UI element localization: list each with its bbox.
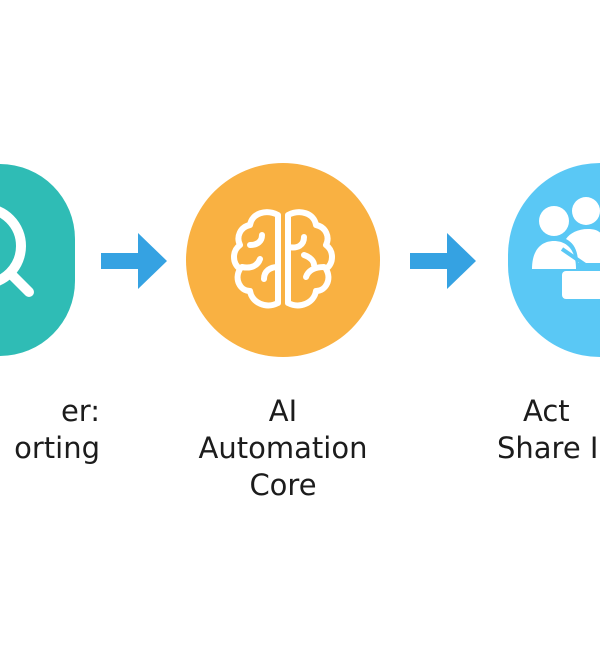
step-2-label-line: Automation xyxy=(198,431,368,465)
step-3-label: Act Share I xyxy=(497,393,600,467)
arrow-right-icon xyxy=(101,233,167,289)
magnifier-icon xyxy=(0,206,34,297)
brain-icon xyxy=(231,209,335,309)
step-2-label-line: AI xyxy=(268,394,298,428)
arrow-right-icon xyxy=(410,233,476,289)
step-1-label: er: orting xyxy=(0,393,100,467)
step-1-circle xyxy=(0,164,75,356)
step-3-label-line: Act xyxy=(523,394,570,428)
team-share-icon xyxy=(532,197,600,299)
step-2-label-line: Core xyxy=(249,468,317,502)
step-1-label-line: orting xyxy=(14,431,100,465)
step-3-label-line: Share I xyxy=(497,431,599,465)
step-3-circle xyxy=(508,163,600,357)
step-2-circle xyxy=(186,163,380,357)
step-1-label-line: er: xyxy=(60,394,100,428)
step-2-label: AI Automation Core xyxy=(183,393,383,504)
